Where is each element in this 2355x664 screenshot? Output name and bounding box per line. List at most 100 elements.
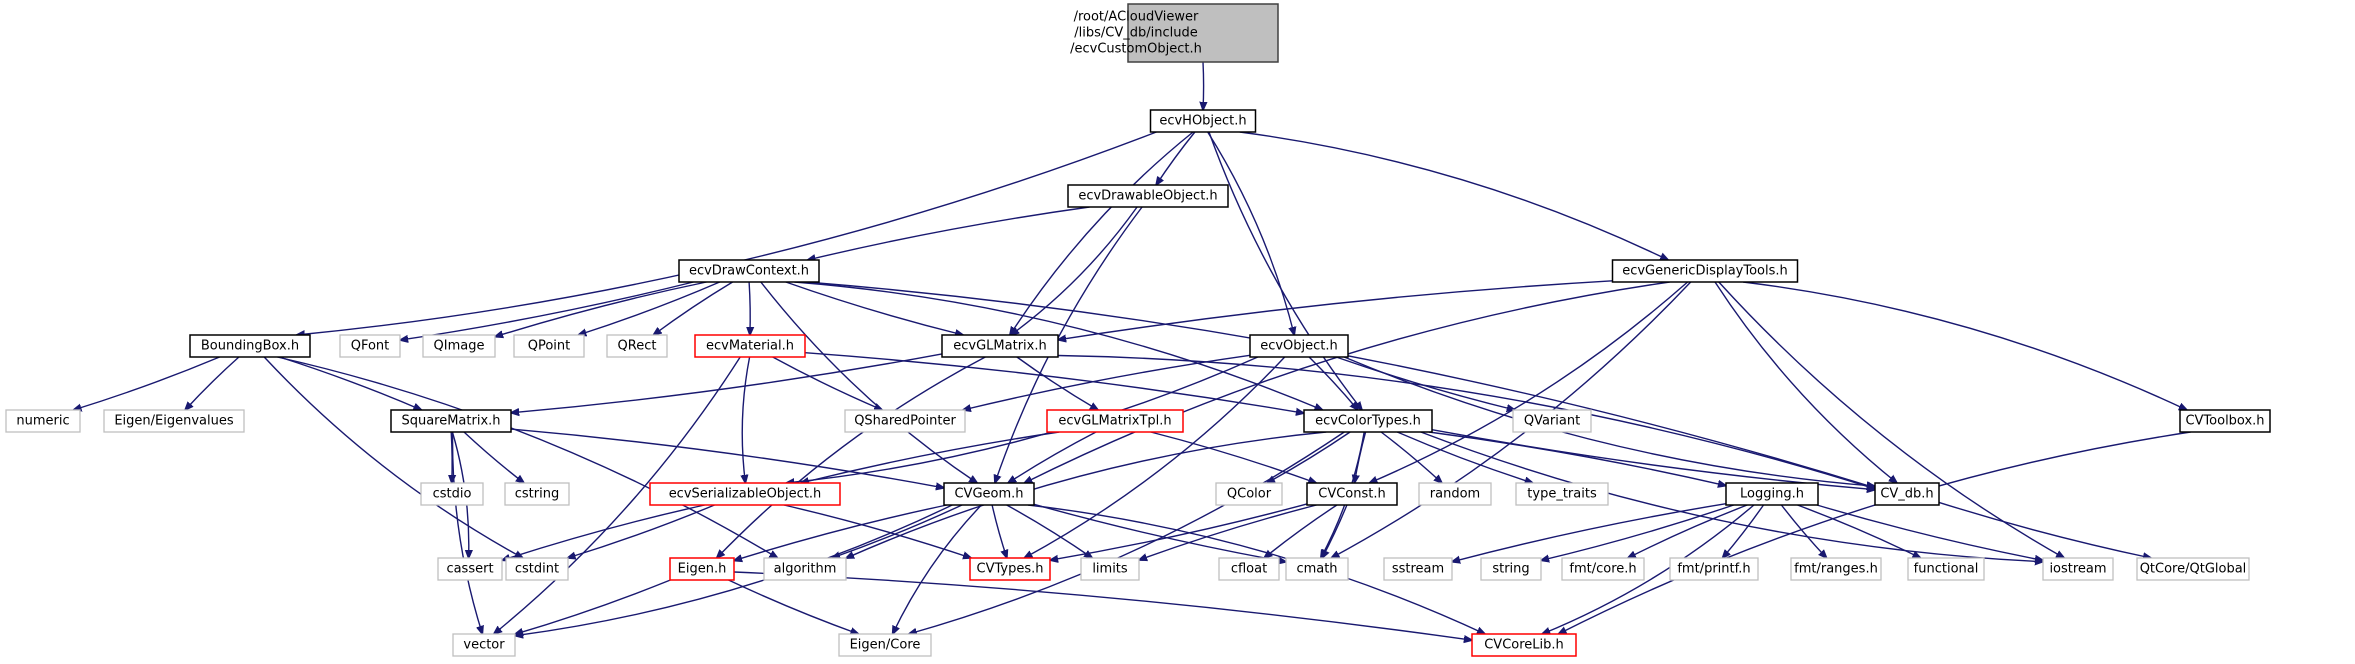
edge-ecvDrawContext-to-QRect [653,281,733,335]
edge-ecvSerializableObject-to-CVTypes [783,504,971,558]
node-box [1218,557,1280,581]
node-CV_db[interactable]: CV_db.h [1874,482,1940,506]
node-label: ecvGLMatrixTpl.h [1058,414,1171,429]
node-fmtprintf: fmt/printf.h [1669,557,1759,581]
node-box [1418,482,1492,506]
node-cassert: cassert [437,557,503,581]
node-ecvGenericDisplayTools[interactable]: ecvGenericDisplayTools.h [1611,259,1799,283]
node-CVConst[interactable]: CVConst.h [1306,482,1398,506]
node-type_traits: type_traits [1515,482,1609,506]
node-BoundingBox[interactable]: BoundingBox.h [189,334,311,358]
node-label: QtCore/QtGlobal [2140,562,2247,577]
node-label: QSharedPointer [854,414,956,429]
edges-layer [73,61,2191,640]
edge-ecvGLMatrix-to-CV_db [1057,354,1875,489]
edge-ecvMaterial-to-ecvSerializableObject [742,356,751,483]
node-ecvHObject[interactable]: ecvHObject.h [1149,109,1257,133]
node-vector: vector [452,633,516,657]
edge-ecvDrawContext-to-ecvGLMatrix [785,281,963,335]
node-CVGeom[interactable]: CVGeom.h [943,482,1035,506]
edge-ecvObject-to-CV_db [1343,356,1875,486]
node-label: Eigen.h [678,562,727,577]
node-limits: limits [1080,557,1140,581]
edge-CVConst-to-cmath [1322,504,1348,558]
edge-ecvDrawContext-to-ecvMaterial [749,281,750,335]
edge-ecvObject-to-ecvSerializableObject [786,356,1259,483]
node-box [844,409,966,433]
edge-ecvHObject-to-ecvGenericDisplayTools [1239,131,1668,260]
node-ecvColorTypes[interactable]: ecvColorTypes.h [1303,409,1433,433]
edge-ecvDrawContext-to-ecvColorTypes [794,281,1322,410]
node-label: cfloat [1231,562,1267,577]
node-box [1907,557,1985,581]
nodes-layer: /root/ACloudViewer/libs/CV_db/include/ec… [5,3,2271,657]
edge-SquareMatrix-to-vector [451,431,483,634]
node-label: ecvDrawableObject.h [1078,189,1217,204]
node-label: Eigen/Eigenvalues [114,414,234,429]
node-label: CVCoreLib.h [1484,638,1564,653]
node-box [1874,482,1940,506]
node-root[interactable]: /root/ACloudViewer/libs/CV_db/include/ec… [1070,3,1279,63]
node-label: SquareMatrix.h [401,414,500,429]
node-label: CV_db.h [1880,487,1933,502]
node-Eigen[interactable]: Eigen.h [669,557,735,581]
node-label: CVTypes.h [977,562,1044,577]
node-label: cassert [446,562,493,577]
node-box [103,409,245,433]
node-label: Eigen/Core [850,638,921,653]
node-box [943,482,1035,506]
node-Logging[interactable]: Logging.h [1725,482,1819,506]
node-label: ecvGenericDisplayTools.h [1622,264,1788,279]
node-EigenEigenvalues: Eigen/Eigenvalues [103,409,245,433]
edge-ecvGLMatrix-to-Eigen [717,356,986,558]
node-box [1611,259,1799,283]
node-ecvDrawableObject[interactable]: ecvDrawableObject.h [1067,184,1229,208]
node-box [1515,482,1609,506]
edge-ecvGLMatrix-to-SquareMatrix [511,353,943,413]
node-label: cstdio [433,487,472,502]
node-box [1512,409,1592,433]
edge-ecvMaterial-to-QSharedPointer [772,356,883,410]
node-box [5,409,81,433]
node-CVCoreLib[interactable]: CVCoreLib.h [1471,633,1577,657]
node-label: ecvGLMatrix.h [953,339,1046,354]
node-CVToolbox[interactable]: CVToolbox.h [2179,409,2271,433]
node-label: algorithm [774,562,837,577]
edge-ecvMaterial-to-vector [494,356,741,634]
edge-CVConst-to-limits [1139,504,1317,560]
node-label: CVGeom.h [954,487,1023,502]
node-QPoint: QPoint [513,334,585,358]
edge-CVConst-to-CVTypes [1050,503,1308,560]
node-SquareMatrix[interactable]: SquareMatrix.h [390,409,512,433]
node-box [437,557,503,581]
node-label: fmt/ranges.h [1794,562,1878,577]
edge-Eigen-to-EigenCore [728,579,859,634]
edge-ecvGLMatrixTpl-to-CVGeom [1008,431,1097,483]
node-label: QPoint [528,339,571,354]
edge-BoundingBox-to-SquareMatrix [279,356,422,410]
node-label: ecvDrawContext.h [689,264,809,279]
edge-CVGeom-to-cmath [1033,503,1286,562]
edge-CVGeom-to-EigenCore [893,504,982,634]
node-ecvSerializableObject[interactable]: ecvSerializableObject.h [649,482,841,506]
edge-ecvColorTypes-to-EigenCore [909,431,1345,634]
node-QFont: QFont [339,334,401,358]
node-ecvDrawContext[interactable]: ecvDrawContext.h [678,259,820,283]
node-label: limits [1092,562,1128,577]
node-box [2179,409,2271,433]
edge-ecvObject-to-CVTypes [1024,356,1286,558]
node-label: random [1430,487,1480,502]
node-label: type_traits [1527,487,1597,502]
node-box [1383,557,1453,581]
node-ecvMaterial[interactable]: ecvMaterial.h [694,334,806,358]
node-ecvGLMatrix[interactable]: ecvGLMatrix.h [941,334,1059,358]
edge-ecvGenericDisplayTools-to-CVToolbox [1743,281,2187,410]
edge-CVGeom-to-CVTypes [991,504,1007,558]
node-box [504,482,570,506]
node-CVTypes[interactable]: CVTypes.h [969,557,1051,581]
node-box [1215,482,1283,506]
node-ecvGLMatrixTpl[interactable]: ecvGLMatrixTpl.h [1046,409,1184,433]
edge-ecvColorTypes-to-iostream [1420,431,2043,562]
node-ecvObject[interactable]: ecvObject.h [1249,334,1349,358]
